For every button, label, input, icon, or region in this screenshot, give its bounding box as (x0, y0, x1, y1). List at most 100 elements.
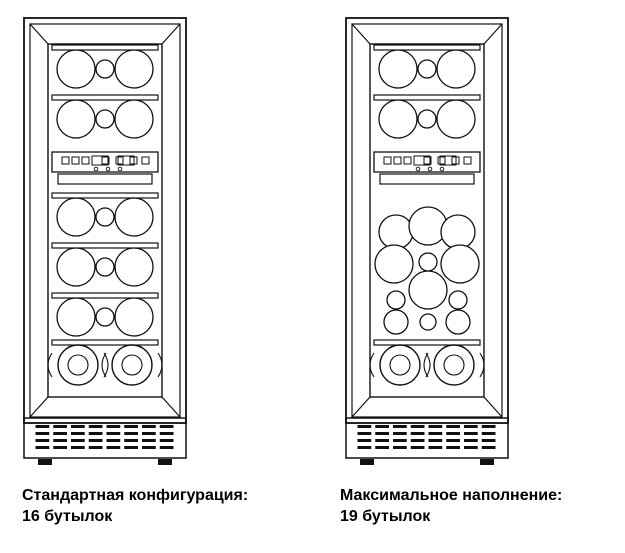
door-bevel-line (29, 396, 49, 418)
grille-slot (159, 432, 174, 435)
control-button (141, 156, 150, 165)
bottle-end-large (114, 197, 154, 237)
temperature-display (117, 155, 135, 166)
bottle-neck-small (95, 257, 115, 277)
bottle-side-curve (47, 352, 53, 378)
grille-slot (35, 425, 50, 428)
indicator-dot (93, 166, 99, 172)
bottle-side-curve (157, 352, 163, 378)
door-bevel-line (483, 23, 503, 45)
bottle-neck-small (95, 109, 115, 129)
grille-slot (142, 425, 156, 428)
bottle-side-curve (103, 352, 109, 378)
stacked-bottle (386, 290, 406, 310)
grille-slot (53, 425, 67, 428)
zone-divider (57, 173, 153, 185)
stacked-bottle (418, 252, 438, 272)
grille-slot (124, 432, 138, 435)
bottle-neck-small (95, 307, 115, 327)
grille-slot (375, 439, 389, 442)
temperature-display (413, 155, 431, 166)
grille-slot (106, 432, 121, 435)
shelf-rail (51, 44, 159, 51)
shelf-rail (51, 292, 159, 299)
grille-slot (357, 432, 372, 435)
standard-configuration-caption: Стандартная конфигурация: 16 бутылок (22, 485, 248, 527)
control-button (101, 156, 110, 165)
grille-slot (428, 446, 443, 449)
indicator-dot (415, 166, 421, 172)
standard-configuration-count: 16 бутылок (22, 508, 113, 525)
bottle-side-curve (369, 352, 375, 378)
bottle-end-large (378, 99, 418, 139)
stacked-bottle (448, 290, 468, 310)
bottle-end-large (436, 49, 476, 89)
grille-slot (142, 439, 156, 442)
stacked-bottle (440, 244, 480, 284)
ventilation-grille (23, 417, 187, 459)
grille-slot (446, 439, 460, 442)
bottle-end-large (114, 99, 154, 139)
bottle-side-curve (423, 352, 429, 378)
grille-slot (71, 432, 85, 435)
grille-slot (481, 425, 496, 428)
door-bevel-line (161, 23, 181, 45)
control-button (423, 156, 432, 165)
grille-slot (464, 439, 478, 442)
standard-configuration-cooler (23, 17, 187, 465)
door-bevel-line (29, 23, 49, 45)
grille-slot (357, 425, 372, 428)
grille-slot (159, 439, 174, 442)
door-bevel-line (161, 396, 181, 418)
cabinet-body (23, 17, 187, 424)
control-button (61, 156, 70, 165)
control-panel (373, 151, 481, 173)
maximum-capacity-title: Максимальное наполнение: (340, 487, 563, 504)
bottle-end-large (436, 99, 476, 139)
grille-slot (464, 432, 478, 435)
grille-slot (124, 425, 138, 428)
grille-slot (53, 432, 67, 435)
bottle-side-curve (101, 352, 107, 378)
grille-slot (159, 425, 174, 428)
stacked-bottle (419, 313, 437, 331)
grille-slot (71, 439, 85, 442)
grille-slot (393, 432, 407, 435)
grille-slot (357, 446, 372, 449)
bottle-end-large (56, 297, 96, 337)
glass-panel (369, 43, 485, 398)
bottle-end-large (114, 247, 154, 287)
bottle-base-inner (67, 354, 89, 376)
grille-slot (375, 446, 389, 449)
bottle-end-large (114, 297, 154, 337)
grille-slot (393, 446, 407, 449)
bottle-side-curve (479, 352, 485, 378)
shelf-rail (51, 242, 159, 249)
grille-slot (446, 446, 460, 449)
grille-slot (464, 425, 478, 428)
grille-slot (124, 446, 138, 449)
shelf-rail (51, 192, 159, 199)
door-frame (29, 23, 181, 418)
grille-slot (481, 446, 496, 449)
bottle-end-large (378, 49, 418, 89)
grille-slot (464, 446, 478, 449)
grille-slot (428, 439, 443, 442)
bottle-end-large (114, 49, 154, 89)
grille-slot (53, 446, 67, 449)
stacked-bottle (383, 309, 409, 335)
cooler-foot (480, 459, 494, 465)
grille-slot (357, 439, 372, 442)
door-frame (351, 23, 503, 418)
grille-slot (35, 446, 50, 449)
grille-slot (71, 425, 85, 428)
bottle-base-inner (389, 354, 411, 376)
ventilation-grille (345, 417, 509, 459)
stacked-bottle (374, 244, 414, 284)
cooler-foot (158, 459, 172, 465)
stacked-bottle (378, 214, 414, 250)
bottle-side-curve (425, 352, 431, 378)
grille-slot (428, 425, 443, 428)
shelf-rail (373, 94, 481, 101)
